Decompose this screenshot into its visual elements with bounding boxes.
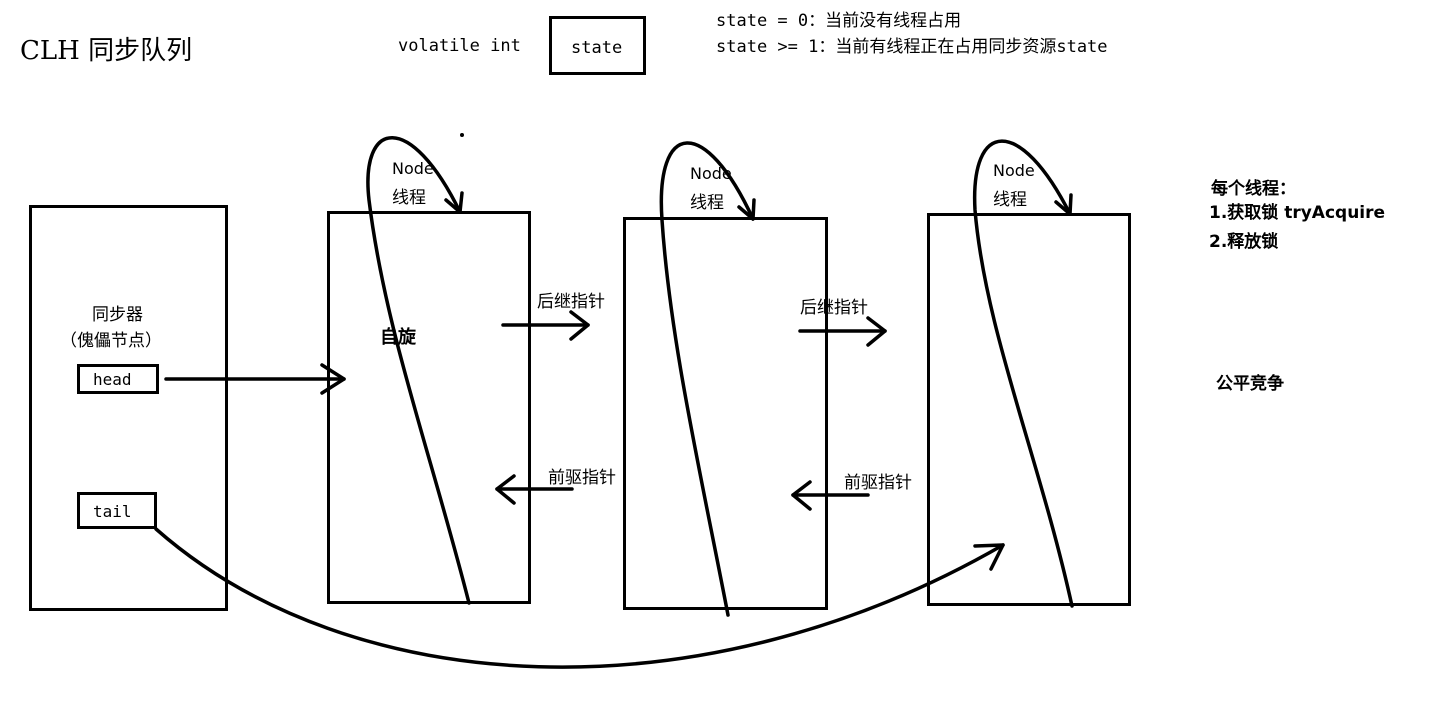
next-pointer-label-2: 后继指针: [800, 298, 868, 318]
head-pointer-box: head: [77, 364, 159, 394]
dummy-node-label: （傀儡节点）: [60, 331, 162, 351]
node-2-label: Node: [690, 164, 732, 183]
spin-loop-arrowhead-3: [1054, 193, 1073, 216]
spin-label: 自旋: [380, 327, 416, 348]
node-box-3: [927, 213, 1131, 606]
node-3-label: Node: [993, 161, 1035, 180]
tail-label: tail: [93, 502, 132, 521]
stray-dot: [460, 133, 464, 137]
synchronizer-box: [29, 205, 228, 611]
note-release: 2.释放锁: [1209, 232, 1279, 252]
synchronizer-label: 同步器: [92, 305, 143, 325]
state-box-label: state: [571, 38, 623, 58]
node-1-label: Node: [392, 159, 434, 178]
head-label: head: [93, 370, 132, 389]
notes-title: 每个线程：: [1211, 179, 1296, 199]
next-pointer-label-1: 后继指针: [537, 292, 605, 312]
tail-to-node3-arrowhead: [973, 543, 1005, 571]
fair-competition-label: 公平竞争: [1216, 374, 1284, 394]
tail-to-node3-arrow: [154, 527, 1005, 669]
state-type-label: volatile int: [398, 36, 521, 56]
tail-pointer-box: tail: [77, 492, 157, 529]
next-pointer-arrowhead-2: [866, 316, 887, 347]
prev-pointer-arrowhead-2: [791, 480, 812, 511]
next-pointer-arrowhead-1: [569, 310, 590, 341]
node-3-thread-label: 线程: [993, 190, 1027, 210]
state-box: state: [549, 16, 646, 75]
spin-loop-2: [659, 141, 755, 617]
node-2-thread-label: 线程: [690, 193, 724, 213]
node-1-thread-label: 线程: [392, 188, 426, 208]
prev-pointer-arrowhead-1: [495, 474, 516, 505]
note-acquire: 1.获取锁 tryAcquire: [1209, 203, 1386, 223]
state-desc-zero: state = 0：当前没有线程占用: [716, 11, 962, 31]
head-to-node1-arrowhead: [320, 363, 346, 395]
spin-loop-arrowhead-2: [737, 198, 756, 221]
diagram-title: CLH 同步队列: [20, 36, 193, 66]
spin-loop-arrowhead-1: [444, 191, 464, 214]
prev-pointer-label-1: 前驱指针: [548, 468, 616, 488]
prev-pointer-label-2: 前驱指针: [844, 473, 912, 493]
state-desc-positive: state >= 1：当前有线程正在占用同步资源state: [716, 37, 1108, 57]
node-box-1: [327, 211, 531, 604]
spin-loop-1: [366, 136, 471, 605]
spin-loop-3: [972, 139, 1074, 608]
